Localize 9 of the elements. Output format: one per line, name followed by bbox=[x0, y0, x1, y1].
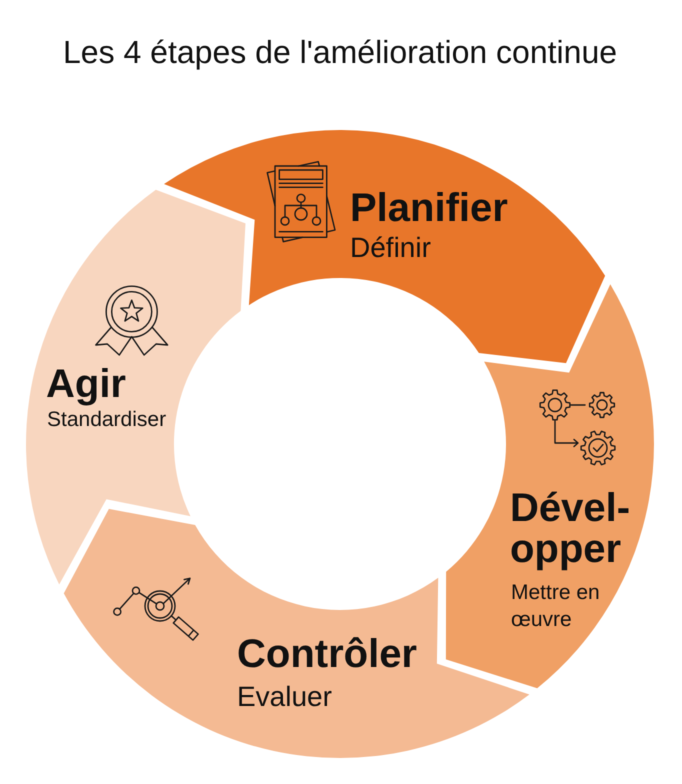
step-title: Agir bbox=[46, 364, 127, 404]
step-description: Standardiser bbox=[47, 407, 168, 432]
step-description: Evaluer bbox=[237, 680, 333, 714]
step-title: Planifier bbox=[350, 188, 509, 228]
step-title: Contrôler bbox=[237, 634, 418, 674]
step-description: Définir bbox=[350, 231, 432, 265]
step-description: Mettre en œuvre bbox=[511, 580, 601, 633]
step-title: Dével- opper bbox=[510, 488, 632, 570]
title: Les 4 étapes de l'amélioration continue bbox=[63, 33, 618, 71]
